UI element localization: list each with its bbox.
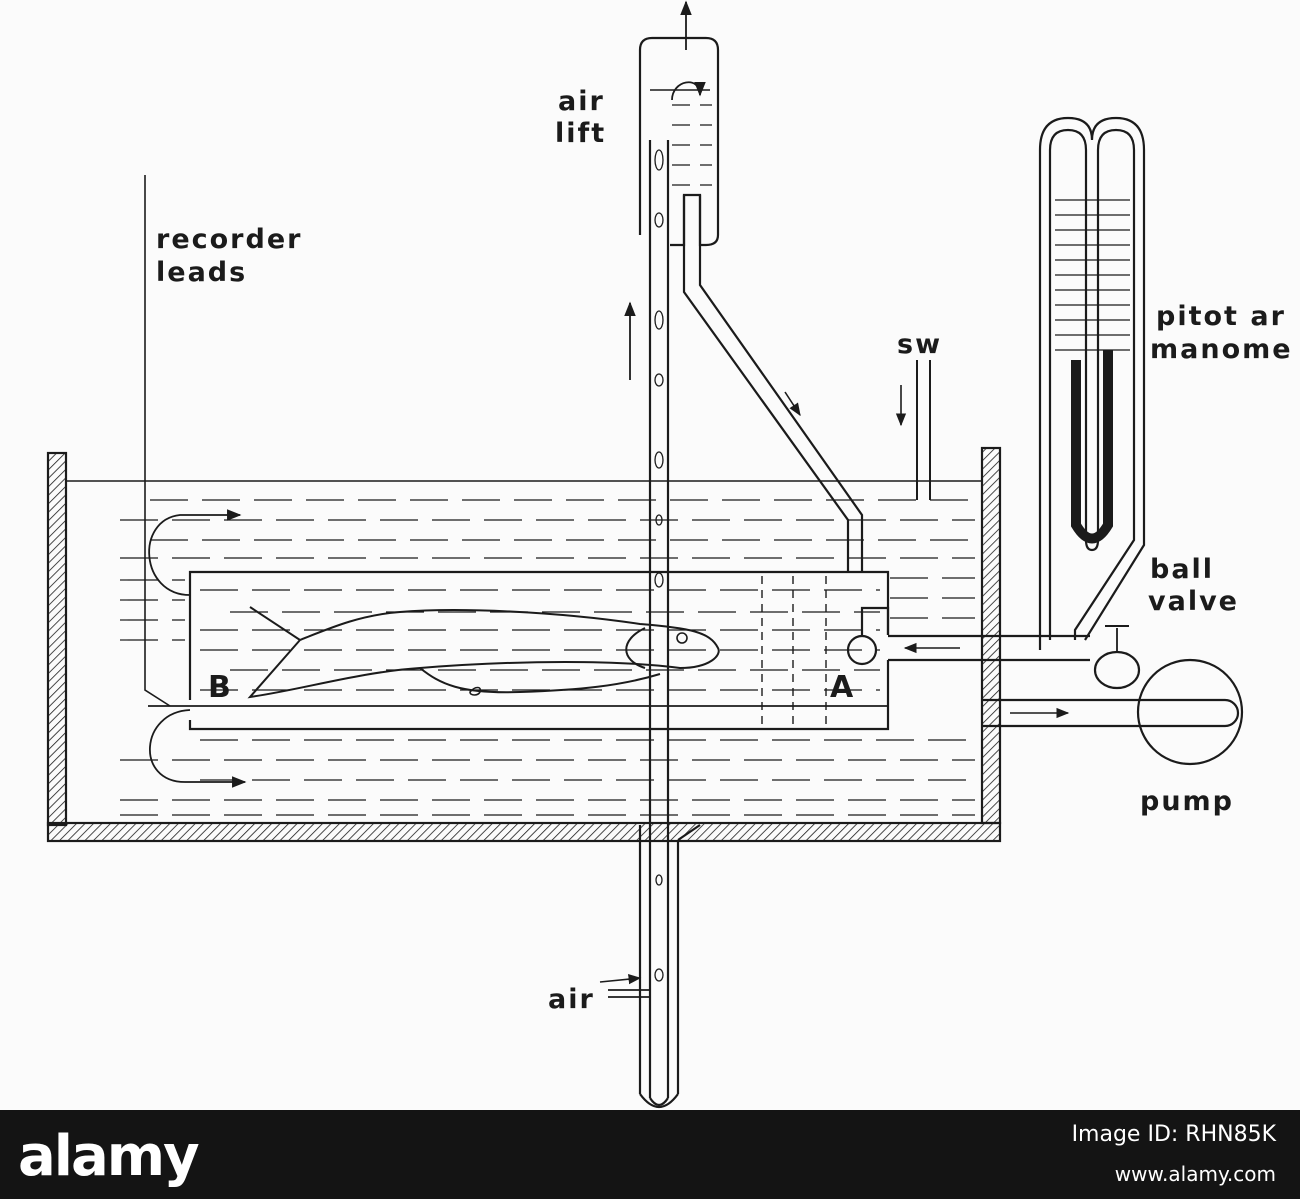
- airlift-tube: [599, 140, 701, 1109]
- stock-footer: alamy Image ID: RHN85K www.alamy.com: [0, 1110, 1300, 1199]
- return-pipe: [682, 195, 864, 572]
- air-lift-label-line1: air: [558, 86, 605, 117]
- apparatus-diagram: air lift recorder leads sw pitot ar mano…: [46, 0, 1293, 1109]
- sw-inlet: [895, 360, 931, 500]
- point-b-label: B: [208, 670, 233, 705]
- fish: [247, 606, 720, 699]
- air-inlet-label: air: [548, 984, 595, 1015]
- pump-loop: [888, 625, 1244, 766]
- sw-label: sw: [897, 329, 942, 360]
- pitot-label-line2: manome: [1150, 334, 1293, 365]
- website-link[interactable]: www.alamy.com: [1114, 1162, 1276, 1186]
- recorder-leads-label-line2: leads: [156, 257, 247, 288]
- pump-label: pump: [1140, 786, 1234, 817]
- manometer: [1038, 116, 1146, 650]
- image-id-text: Image ID: RHN85K: [1071, 1122, 1276, 1147]
- pitot-label-line1: pitot ar: [1156, 301, 1286, 332]
- flow-arrow-lower: [149, 709, 247, 788]
- point-a-label: A: [830, 670, 855, 705]
- water-hatching: [120, 499, 975, 816]
- ball-valve-label-line2: valve: [1148, 586, 1239, 617]
- recorder-leads-wire: [144, 175, 171, 707]
- flow-arrow-upper: [148, 509, 242, 596]
- swim-tube: [148, 570, 890, 731]
- port-a: [846, 606, 890, 666]
- labels: air lift recorder leads sw pitot ar mano…: [156, 86, 1293, 1015]
- air-lift-label-line2: lift: [555, 118, 606, 149]
- ball-valve-label-line1: ball: [1150, 554, 1214, 585]
- recorder-leads-label-line1: recorder: [156, 224, 302, 255]
- brand-logo[interactable]: alamy: [18, 1124, 200, 1189]
- airlift-chamber: [638, 0, 720, 247]
